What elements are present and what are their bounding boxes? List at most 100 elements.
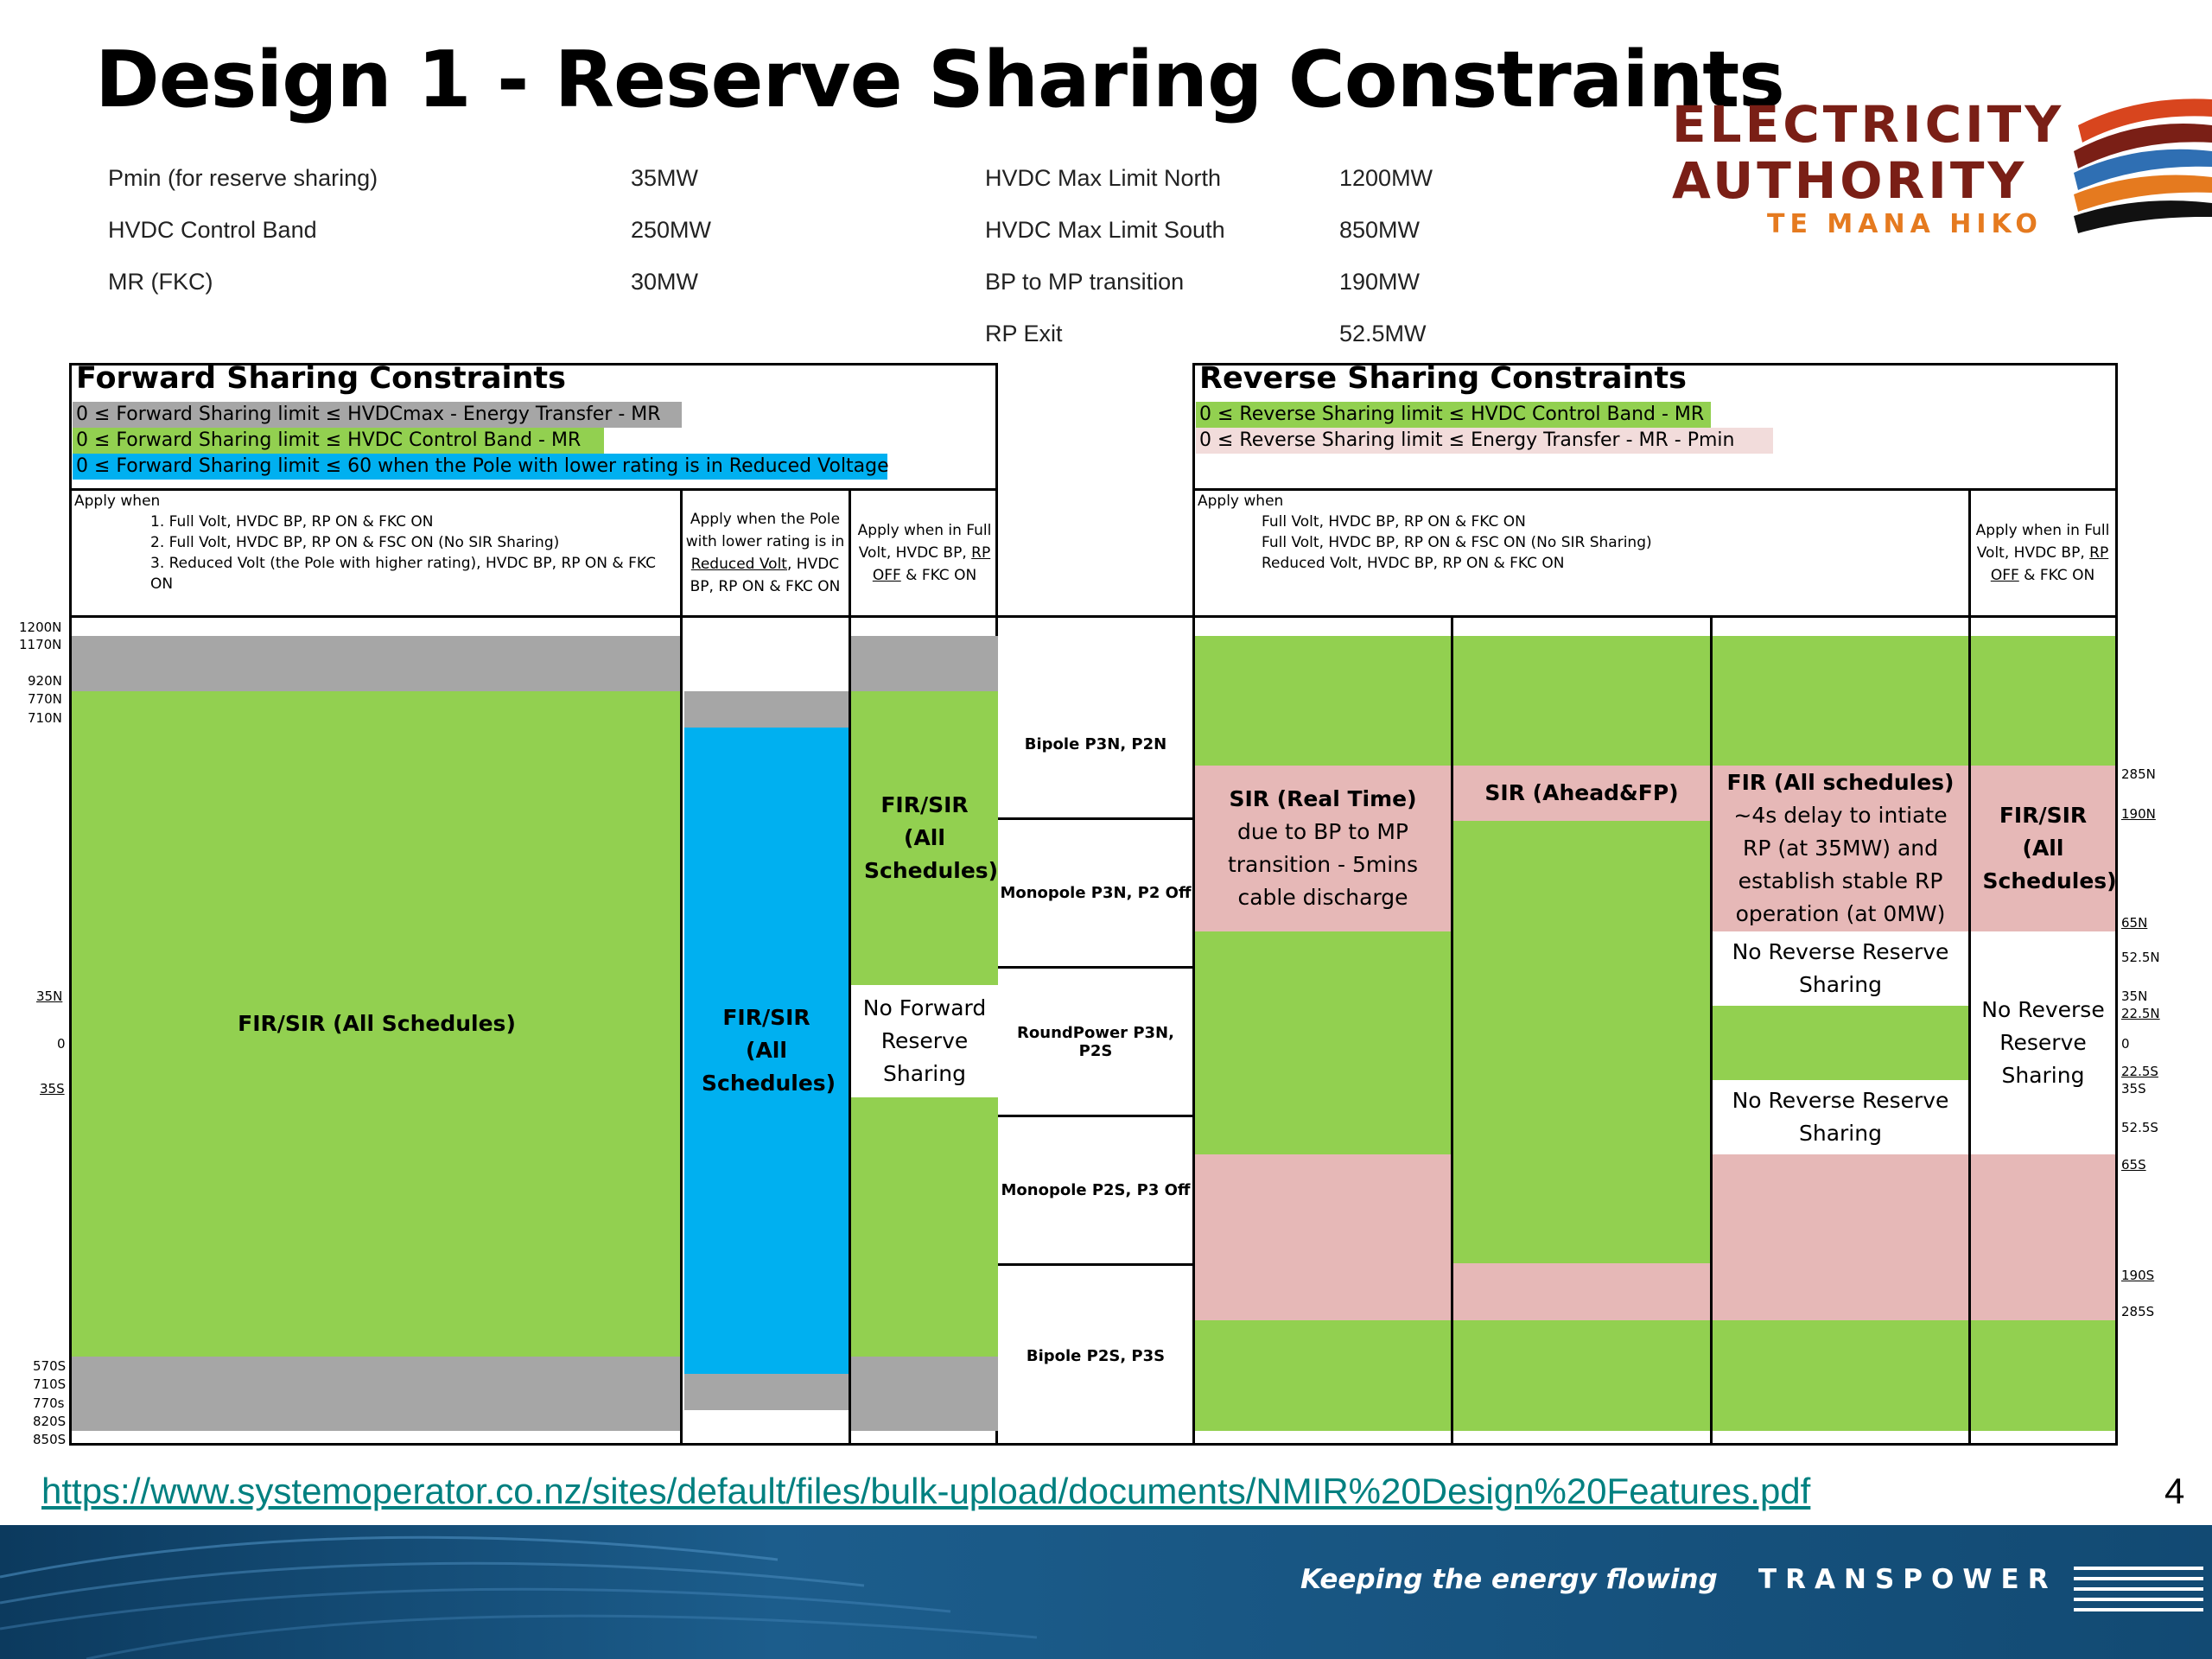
reverse-col2-green-bottom bbox=[1453, 1320, 1710, 1431]
forward-col3-header-line1: Apply when in Full bbox=[857, 522, 992, 539]
left-axis-35s: 35S bbox=[40, 1081, 65, 1096]
right-axis-22-5s: 22.5S bbox=[2121, 1064, 2158, 1079]
mode-bipole-south-label: Bipole P2S, P3S bbox=[1026, 1346, 1166, 1365]
forward-col3-header-off: OFF bbox=[872, 567, 901, 584]
right-axis-52-5s: 52.5S bbox=[2121, 1120, 2158, 1135]
mode-divider-3 bbox=[998, 1115, 1193, 1117]
right-axis-35n: 35N bbox=[2121, 988, 2148, 1004]
reverse-col2-label: SIR (Ahead&FP) bbox=[1484, 780, 1679, 805]
forward-formula-2: 0 ≤ Forward Sharing limit ≤ HVDC Control… bbox=[73, 428, 604, 454]
param-value-mr: 30MW bbox=[631, 269, 699, 295]
reverse-col1-pink-bottom bbox=[1195, 1154, 1451, 1320]
forward-col3-header-fkc: & FKC ON bbox=[900, 567, 977, 584]
forward-col1-label: FIR/SIR (All Schedules) bbox=[238, 1011, 516, 1036]
footer-slogan: Keeping the energy flowing bbox=[1300, 1564, 1718, 1595]
reverse-col4-header-fkc: & FKC ON bbox=[2018, 567, 2095, 584]
reverse-col2-green-top bbox=[1453, 636, 1710, 766]
mode-roundpower-label: RoundPower P3N, P2S bbox=[1017, 1023, 1174, 1060]
source-link[interactable]: https://www.systemoperator.co.nz/sites/d… bbox=[41, 1471, 1811, 1511]
forward-col2-header-reduced: Reduced Volt bbox=[690, 556, 787, 573]
reverse-col3-none-top-label: No Reverse Reserve Sharing bbox=[1732, 939, 1949, 997]
mode-monopole-south: Monopole P2S, P3 Off bbox=[998, 1117, 1193, 1263]
reverse-col-divider-3 bbox=[1968, 488, 1971, 1446]
reverse-condition-3: Reduced Volt, HVDC BP, RP ON & FKC ON bbox=[1262, 555, 1565, 572]
param-label-max-north: HVDC Max Limit North bbox=[985, 165, 1222, 191]
forward-apply-when: Apply when 1. Full Volt, HVDC BP, RP ON … bbox=[74, 491, 679, 594]
forward-header-divider bbox=[69, 488, 998, 491]
forward-col3-gray-bottom bbox=[851, 1357, 998, 1431]
reverse-col3-green-top bbox=[1713, 636, 1968, 766]
forward-condition-3-cont: ON bbox=[150, 575, 174, 593]
reverse-col1-bold: SIR (Real Time) bbox=[1229, 786, 1417, 811]
reverse-sharing-panel bbox=[1192, 363, 2118, 1446]
forward-body-divider bbox=[69, 615, 998, 618]
reverse-col1-pink: SIR (Real Time) due to BP to MP transiti… bbox=[1195, 766, 1451, 931]
reverse-col3-green-bottom bbox=[1713, 1320, 1968, 1431]
mode-bipole-north-label: Bipole P3N, P2N bbox=[1024, 734, 1167, 753]
reverse-col2-green-mid bbox=[1453, 821, 1710, 1263]
forward-col3-green-bottom bbox=[851, 1097, 998, 1357]
left-axis-850s: 850S bbox=[33, 1432, 67, 1447]
right-axis-285s: 285S bbox=[2121, 1304, 2155, 1319]
forward-col2-header: Apply when the Pole with lower rating is… bbox=[682, 491, 849, 615]
forward-col2-gray-bottom bbox=[684, 1374, 849, 1410]
reverse-col4-header-rp: RP bbox=[2089, 544, 2109, 562]
reverse-col4-none: No Reverse Reserve Sharing bbox=[1971, 931, 2115, 1154]
forward-formula-1: 0 ≤ Forward Sharing limit ≤ HVDCmax - En… bbox=[73, 402, 682, 428]
right-axis-52-5n: 52.5N bbox=[2121, 950, 2160, 965]
reverse-col-divider-2 bbox=[1710, 615, 1713, 1446]
reverse-col2-pink: SIR (Ahead&FP) bbox=[1453, 766, 1710, 821]
forward-formula-3: 0 ≤ Forward Sharing limit ≤ 60 when the … bbox=[73, 454, 889, 480]
right-axis-65n: 65N bbox=[2121, 915, 2148, 931]
reverse-col1-green-bottom bbox=[1195, 1320, 1451, 1431]
right-axis-0: 0 bbox=[2121, 1036, 2130, 1052]
electricity-authority-logo: ELECTRICITY AUTHORITY TE MANA HIKO bbox=[1668, 86, 2212, 251]
param-value-pmin: 35MW bbox=[631, 165, 699, 191]
reverse-formula-2: 0 ≤ Reverse Sharing limit ≤ Energy Trans… bbox=[1196, 428, 1773, 454]
right-axis-65s: 65S bbox=[2121, 1157, 2146, 1173]
reverse-col4-pink: FIR/SIR (All Schedules) bbox=[1971, 766, 2117, 931]
forward-col-divider-2 bbox=[849, 488, 851, 1446]
reverse-col4-green-bottom bbox=[1971, 1320, 2115, 1431]
reverse-col3-pink-bottom bbox=[1713, 1154, 1968, 1320]
forward-col2-header-hvdc: , HVDC bbox=[786, 556, 840, 573]
param-value-max-north: 1200MW bbox=[1339, 165, 1433, 191]
logo-line-3: TE MANA HIKO bbox=[1767, 209, 2043, 239]
left-axis-0: 0 bbox=[57, 1036, 66, 1052]
param-label-pmin: Pmin (for reserve sharing) bbox=[108, 165, 378, 191]
reverse-col1-green-mid bbox=[1195, 931, 1451, 1154]
mode-monopole-north-label: Monopole P3N, P2 Off bbox=[1000, 884, 1192, 902]
logo-swoosh-icon bbox=[2074, 99, 2212, 233]
right-axis-190n: 190N bbox=[2121, 806, 2156, 822]
forward-col2-header-line4: BP, RP ON & FKC ON bbox=[690, 578, 841, 595]
forward-col3-header-volt: Volt, HVDC BP, bbox=[858, 544, 972, 562]
left-axis-35n: 35N bbox=[36, 988, 63, 1004]
reverse-col4-label: FIR/SIR (All Schedules) bbox=[1982, 803, 2117, 893]
param-label-max-south: HVDC Max Limit South bbox=[985, 217, 1225, 243]
reverse-col4-none-label: No Reverse Reserve Sharing bbox=[1981, 997, 2105, 1088]
mode-monopole-north: Monopole P3N, P2 Off bbox=[998, 820, 1193, 966]
footer-brand: TRANSPOWER bbox=[1758, 1564, 2057, 1595]
mode-roundpower: RoundPower P3N, P2S bbox=[998, 969, 1193, 1115]
reverse-formula-1: 0 ≤ Reverse Sharing limit ≤ HVDC Control… bbox=[1196, 402, 1711, 428]
left-axis-710s: 710S bbox=[33, 1376, 67, 1392]
reverse-col-divider-1 bbox=[1451, 615, 1453, 1446]
param-label-bp-mp: BP to MP transition bbox=[985, 269, 1185, 295]
mode-bipole-north: Bipole P3N, P2N bbox=[998, 671, 1193, 817]
footer-bar: Keeping the energy flowing TRANSPOWER bbox=[0, 1525, 2212, 1659]
right-axis-285n: 285N bbox=[2121, 766, 2156, 782]
left-axis-1200n: 1200N bbox=[19, 620, 62, 635]
reverse-condition-1: Full Volt, HVDC BP, RP ON & FKC ON bbox=[1262, 513, 1526, 531]
left-axis-1170n: 1170N bbox=[19, 637, 62, 652]
right-axis-22-5n: 22.5N bbox=[2121, 1006, 2160, 1021]
forward-col2-gray-top bbox=[684, 691, 849, 728]
mode-divider-2 bbox=[998, 966, 1193, 969]
param-label-mr: MR (FKC) bbox=[108, 269, 213, 295]
forward-apply-when-label: Apply when bbox=[74, 493, 161, 510]
forward-col2-header-line2: with lower rating is in bbox=[685, 533, 845, 550]
param-label-rp-exit: RP Exit bbox=[985, 321, 1063, 346]
right-axis-190s: 190S bbox=[2121, 1268, 2155, 1283]
mode-bipole-south: Bipole P2S, P3S bbox=[998, 1266, 1193, 1446]
forward-col2-label: FIR/SIR (All Schedules) bbox=[702, 1005, 836, 1096]
reverse-col3-none-top: No Reverse Reserve Sharing bbox=[1713, 931, 1968, 1006]
